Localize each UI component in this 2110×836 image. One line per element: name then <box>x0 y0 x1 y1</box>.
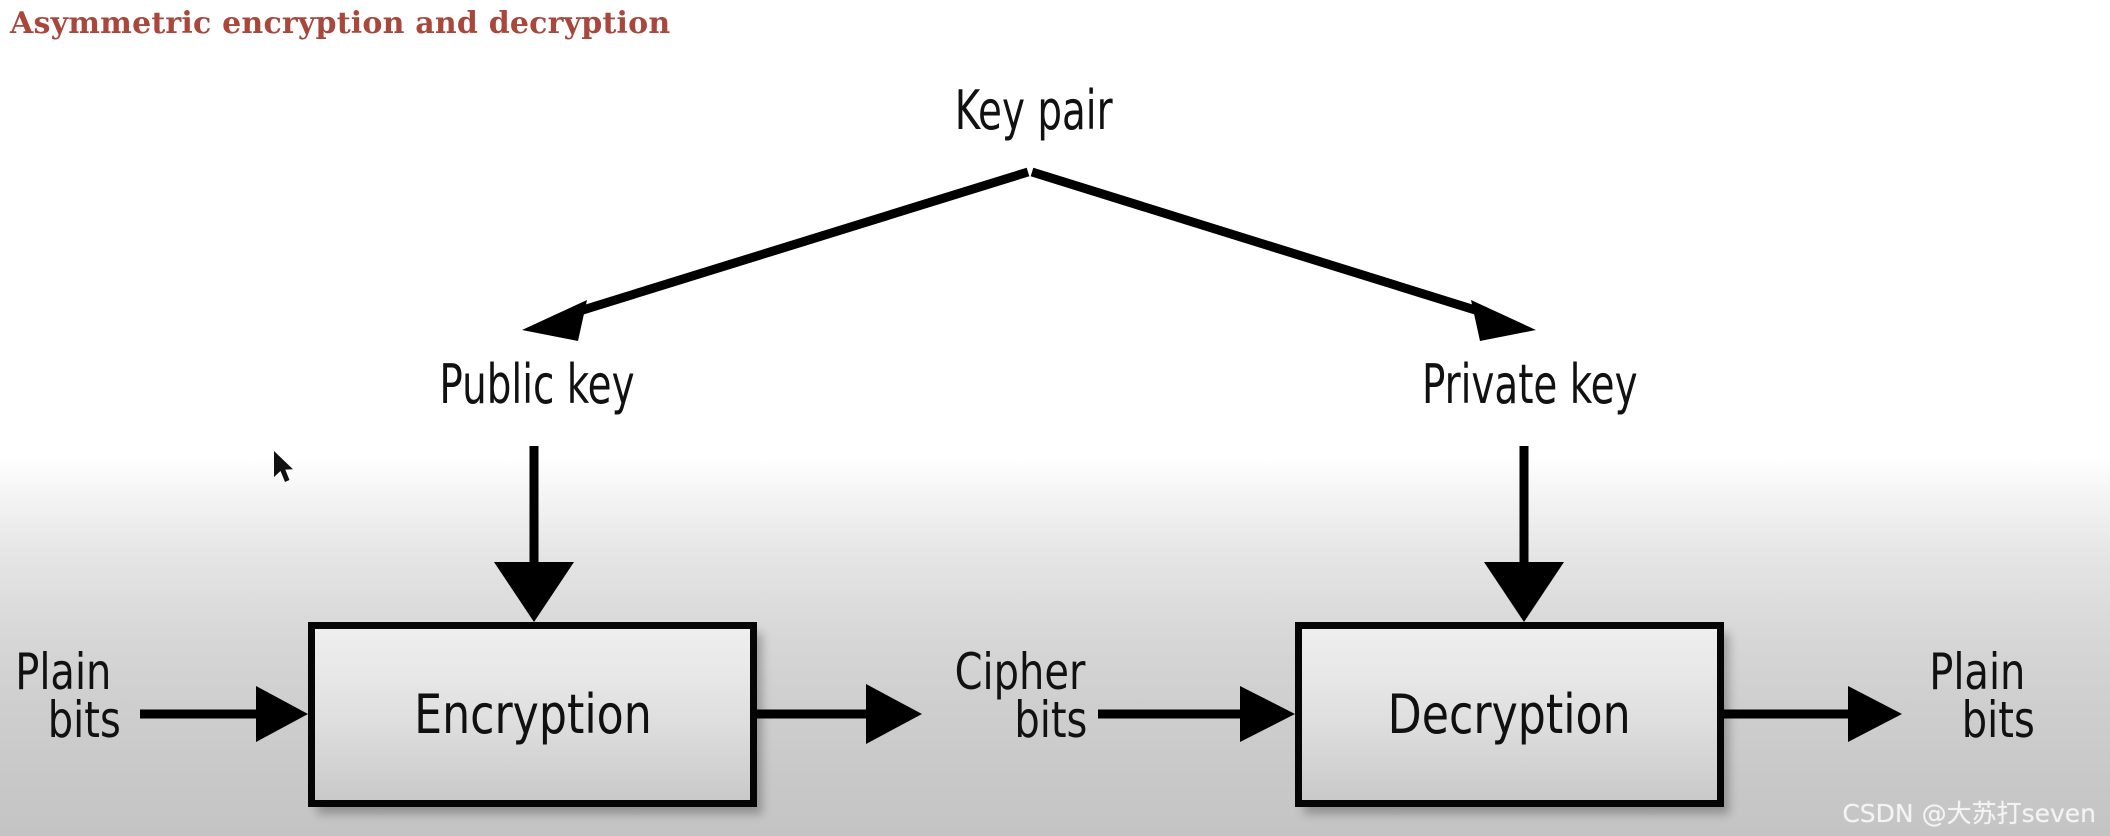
cipher-bits-line1: Cipher <box>954 643 1086 701</box>
arrow-pointer-icon <box>273 450 294 483</box>
edge-keypair-to-private-key <box>1030 167 1536 341</box>
edge-plainbits-to-encryption <box>140 686 308 742</box>
private-key-label: Private key <box>1421 353 1638 416</box>
edge-decryption-to-plainbits <box>1724 686 1902 742</box>
edge-public-key-to-encryption <box>494 446 574 622</box>
edge-encryption-to-cipherbits <box>757 684 922 744</box>
cipher-bits-line2: bits <box>1014 691 1088 749</box>
key-pair-label: Key pair <box>954 79 1113 142</box>
decryption-box-label: Decryption <box>1387 683 1632 746</box>
page-title: Asymmetric encryption and decryption <box>10 6 671 41</box>
plain-bits-input-line1: Plain <box>15 643 112 701</box>
cipher-bits-label: Cipher bits <box>938 643 1104 749</box>
plain-bits-output-line1: Plain <box>1929 643 2026 701</box>
edge-private-key-to-decryption <box>1484 446 1564 622</box>
edge-cipherbits-to-decryption <box>1098 686 1295 742</box>
plain-bits-output-label: Plain bits <box>1916 643 2048 749</box>
public-key-label: Public key <box>439 353 635 416</box>
plain-bits-input-label: Plain bits <box>2 643 134 749</box>
encryption-box[interactable]: Encryption <box>308 622 757 807</box>
edge-keypair-to-public-key <box>522 167 1030 341</box>
plain-bits-output-line2: bits <box>1961 691 2035 749</box>
csdn-watermark: CSDN @大苏打seven <box>1842 799 2096 828</box>
plain-bits-input-line2: bits <box>47 691 121 749</box>
encryption-box-label: Encryption <box>413 683 652 746</box>
decryption-box[interactable]: Decryption <box>1295 622 1724 807</box>
